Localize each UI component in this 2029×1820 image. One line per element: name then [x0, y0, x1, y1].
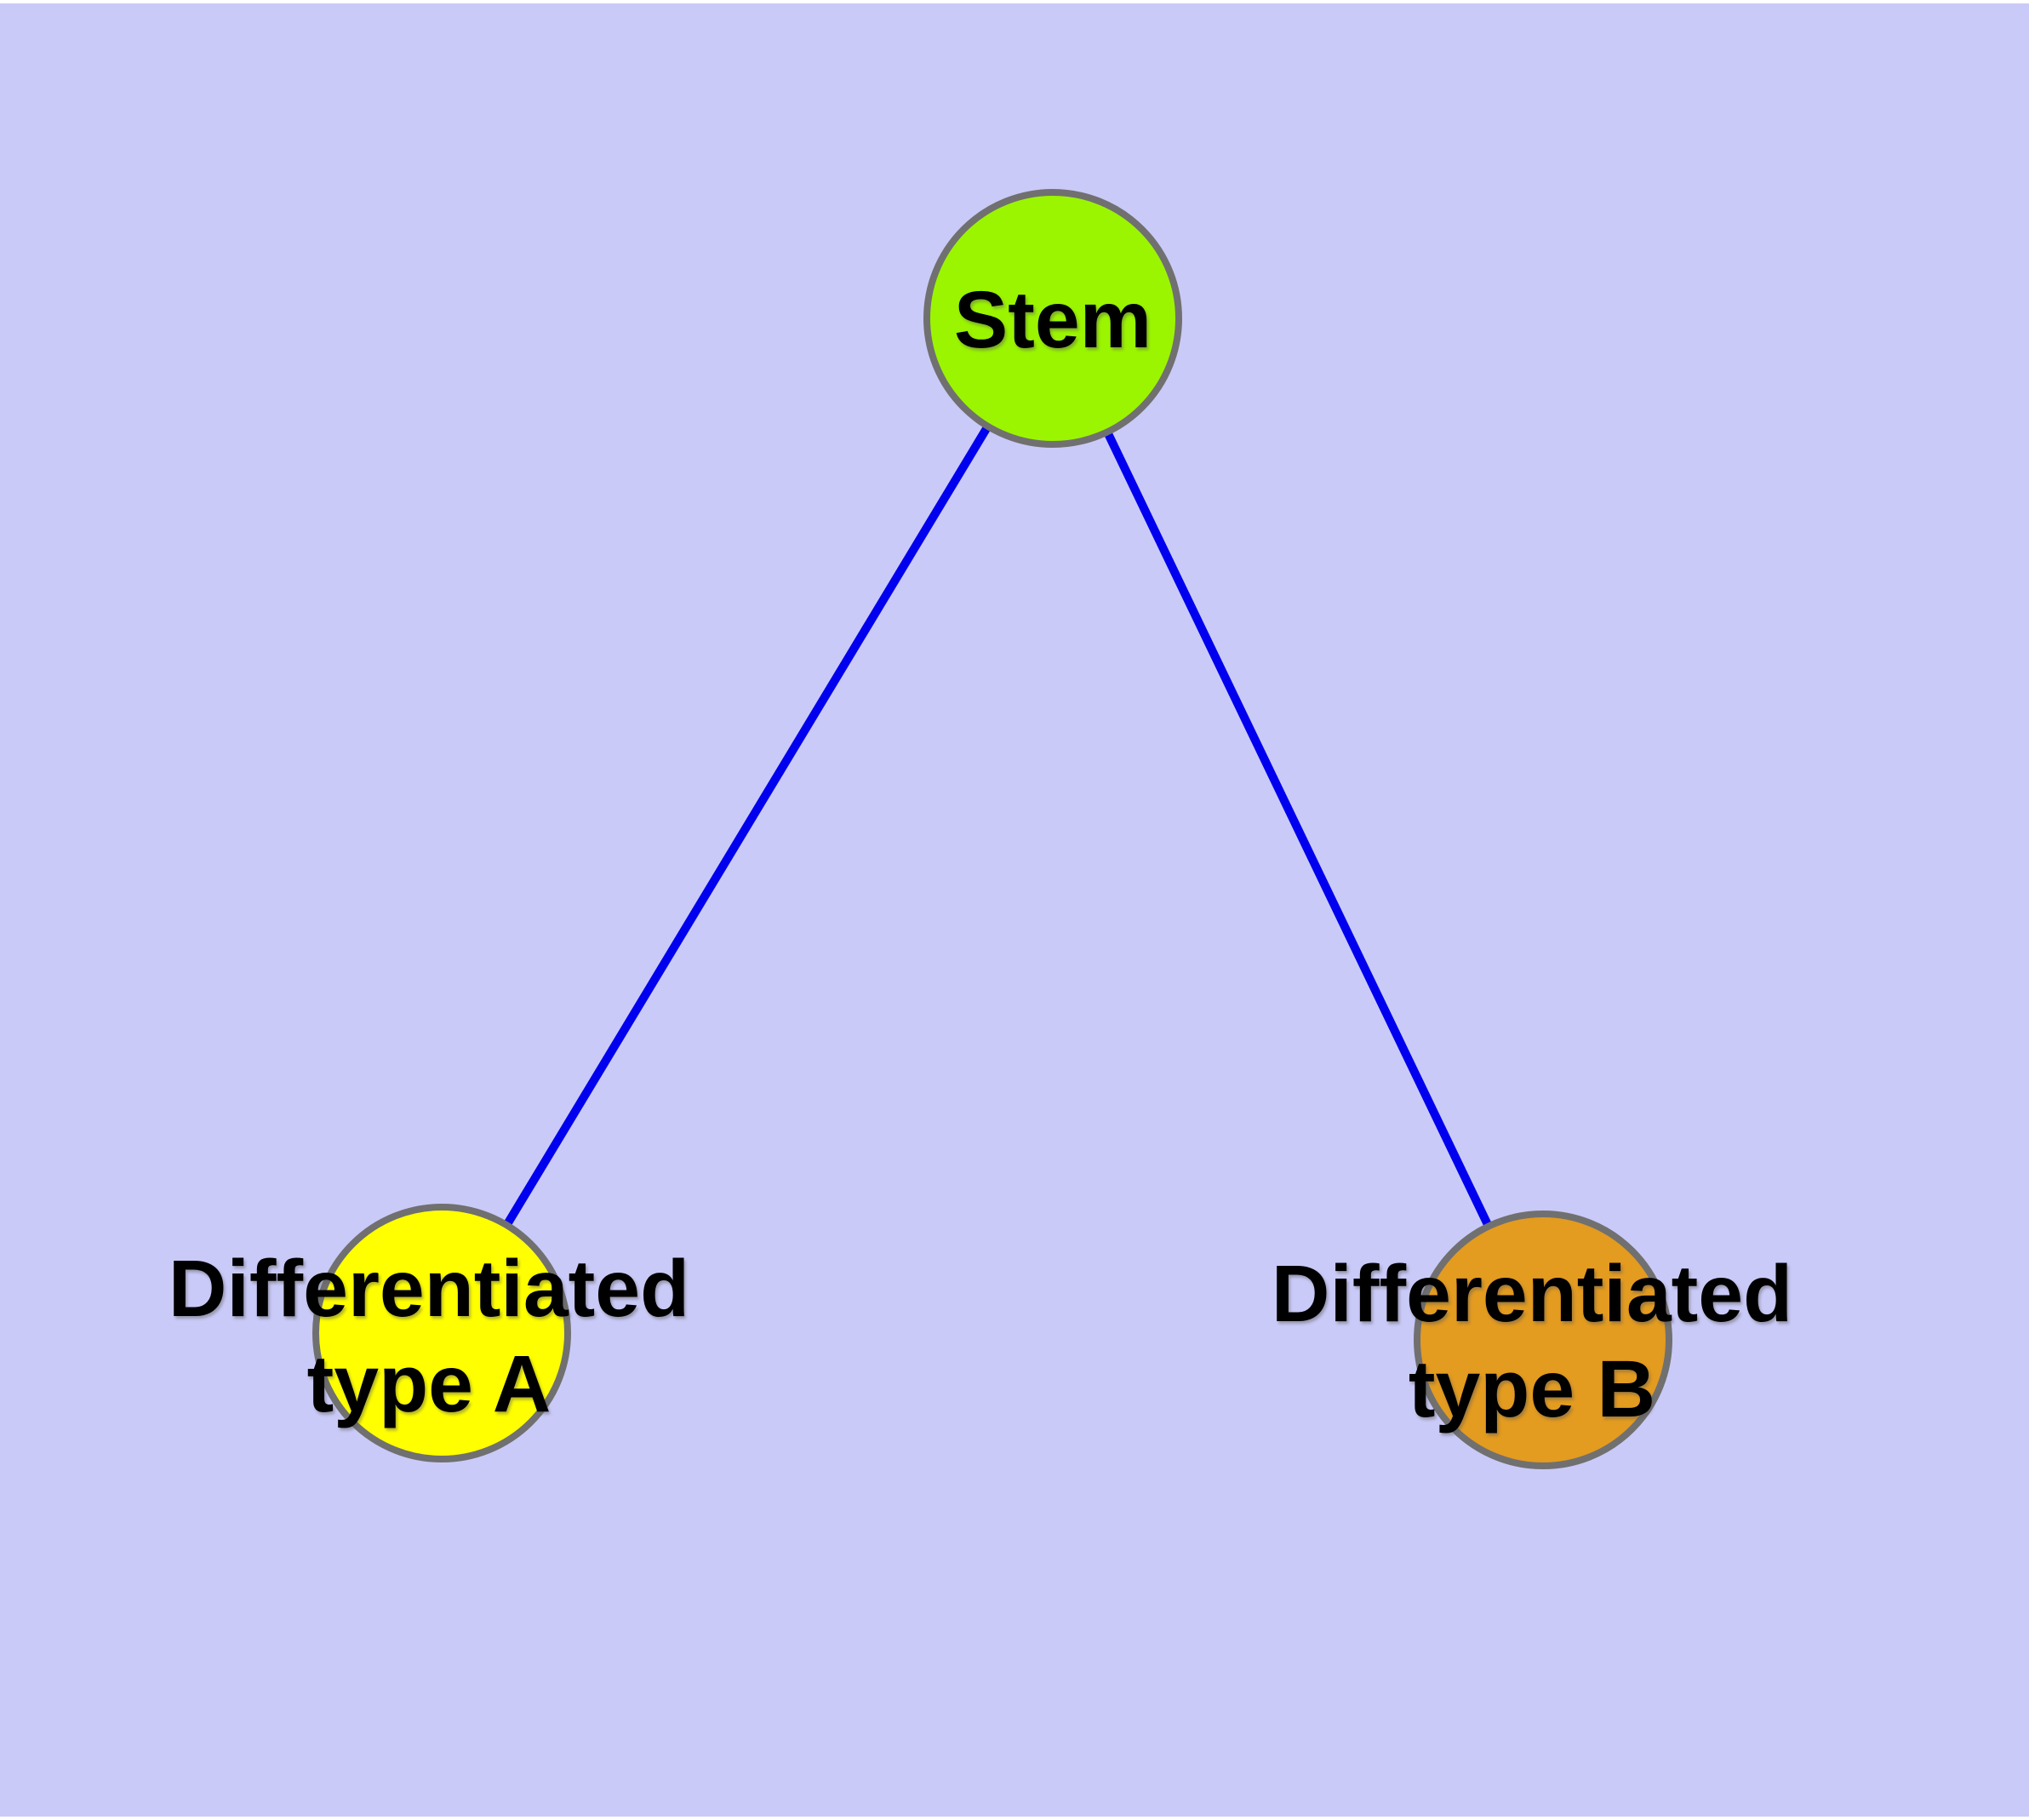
- node-type-a-label-line1: Differentiated: [168, 1244, 690, 1334]
- edge-stem-to-type-a: [437, 316, 1057, 1336]
- node-type-a-label: Differentiated type A: [169, 1241, 689, 1432]
- node-stem-label: Stem: [954, 272, 1152, 368]
- edge-stem-to-type-b: [1049, 316, 1547, 1342]
- node-type-b-label: Differentiated type B: [1272, 1246, 1792, 1437]
- node-type-a: [312, 1204, 571, 1462]
- node-stem-label-text: Stem: [953, 275, 1152, 365]
- node-stem: [923, 189, 1182, 448]
- node-type-b: [1414, 1210, 1672, 1469]
- node-type-a-circle: [312, 1204, 571, 1462]
- node-stem-circle: [923, 189, 1182, 448]
- node-type-b-label-line1: Differentiated: [1271, 1249, 1793, 1339]
- node-type-b-label-line2: type B: [1408, 1344, 1656, 1434]
- node-type-a-label-line2: type A: [306, 1339, 552, 1429]
- node-type-b-circle: [1414, 1210, 1672, 1469]
